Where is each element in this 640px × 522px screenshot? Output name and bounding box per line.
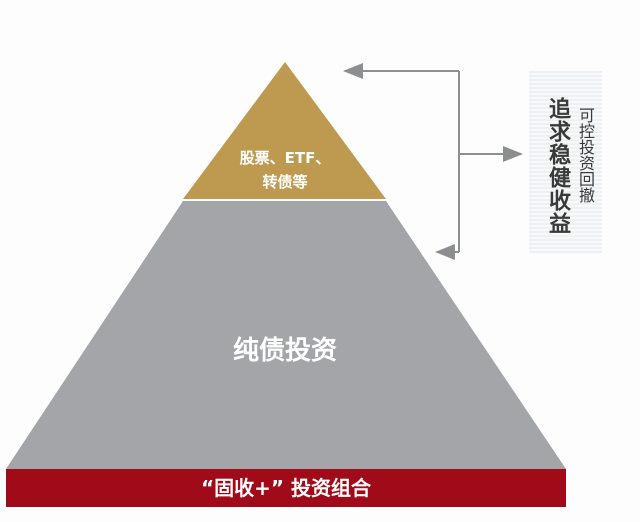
pyramid-base-bar — [6, 469, 566, 507]
base-bar-label: “固收+” 投资组合 — [200, 476, 371, 500]
goal-box: 追求稳健收益 可控投资回撤 — [529, 71, 602, 253]
goal-text: 追求稳健收益 — [545, 97, 570, 235]
middle-layer-label: 纯债投资 — [232, 336, 337, 366]
bracket-arrows — [343, 63, 523, 260]
sub-text: 可控投资回撤 — [576, 107, 595, 203]
top-label-line2: 转债等 — [262, 173, 308, 191]
top-label-line1: 股票、ETF、 — [239, 149, 331, 167]
pyramid-middle-layer — [6, 201, 566, 469]
pyramid-top-layer — [183, 62, 386, 199]
top-layer-label: 股票、ETF、转债等 — [205, 146, 365, 194]
